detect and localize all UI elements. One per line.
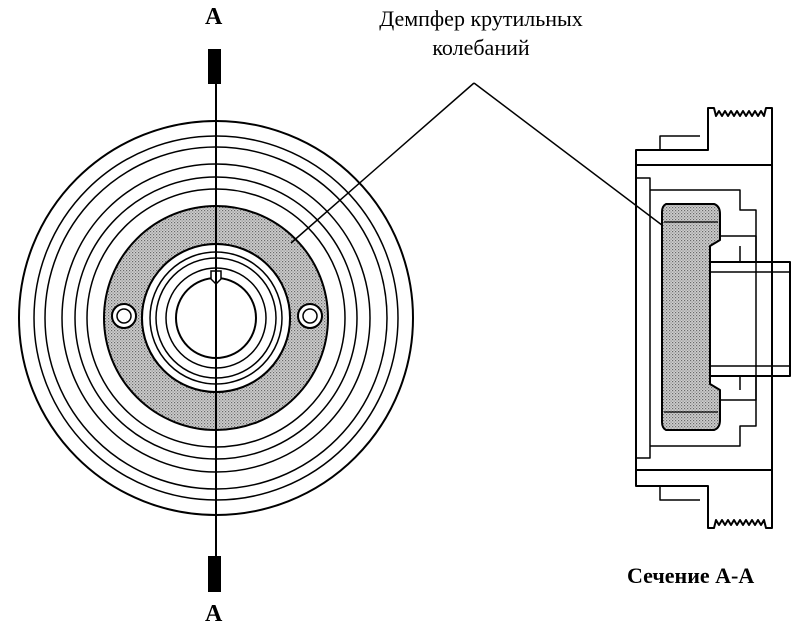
callout-line-2: колебаний	[432, 35, 530, 60]
bolt-hole-right	[297, 303, 323, 329]
callout-leaders	[290, 82, 684, 244]
damper-callout-label: Демпфер крутильных колебаний	[346, 4, 616, 62]
section-marker-top	[208, 49, 221, 84]
hub-section	[710, 261, 791, 377]
section-line	[208, 49, 221, 592]
section-view	[635, 107, 791, 529]
bolt-hole-left	[111, 303, 137, 329]
section-label-bottom: А	[205, 601, 223, 627]
section-marker-bottom	[208, 556, 221, 592]
section-label-top: А	[205, 4, 223, 30]
pulley-grooves-top	[635, 107, 773, 165]
pulley-grooves-bottom	[635, 470, 773, 529]
callout-line-1: Демпфер крутильных	[379, 6, 583, 31]
damper-ring-section	[661, 203, 721, 431]
section-title: Сечение А-А	[627, 563, 755, 588]
